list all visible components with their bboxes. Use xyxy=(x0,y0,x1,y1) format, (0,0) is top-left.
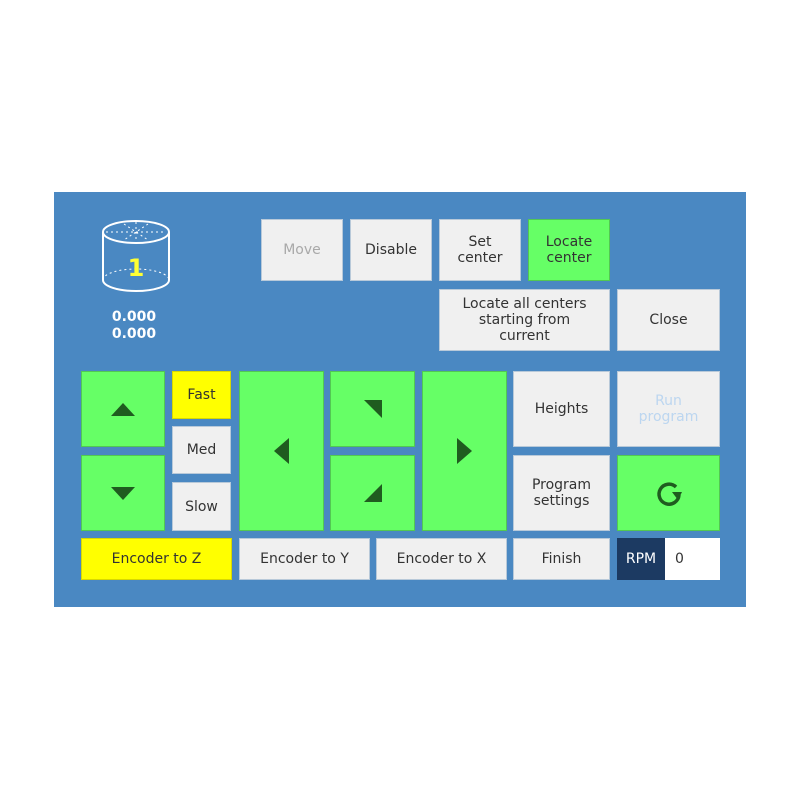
arrow-up-icon xyxy=(111,402,135,416)
program-settings-button[interactable]: Program settings xyxy=(513,455,610,531)
arrow-diagonal-up-icon xyxy=(363,400,382,418)
tool-number: 1 xyxy=(127,254,145,282)
heights-button[interactable]: Heights xyxy=(513,371,610,447)
rotate-refresh-icon xyxy=(656,482,682,506)
disable-button[interactable]: Disable xyxy=(350,219,432,281)
jog-right-button[interactable] xyxy=(422,371,507,531)
jog-diagonal-up-button[interactable] xyxy=(330,371,415,447)
speed-med-button[interactable]: Med xyxy=(172,426,231,474)
speed-slow-button[interactable]: Slow xyxy=(172,482,231,531)
jog-down-button[interactable] xyxy=(81,455,165,531)
jog-up-button[interactable] xyxy=(81,371,165,447)
tool-indicator: 1 0.000 0.000 xyxy=(54,214,214,344)
arrow-down-icon xyxy=(111,486,135,500)
encoder-to-z-button[interactable]: Encoder to Z xyxy=(81,538,232,580)
cylinder-tool-icon xyxy=(102,220,170,292)
coordinate-2: 0.000 xyxy=(111,326,157,342)
encoder-to-y-button[interactable]: Encoder to Y xyxy=(239,538,370,580)
arrow-left-icon xyxy=(274,438,289,464)
finish-button[interactable]: Finish xyxy=(513,538,610,580)
jog-diagonal-down-button[interactable] xyxy=(330,455,415,531)
arrow-diagonal-down-icon xyxy=(363,484,382,502)
locate-all-centers-button[interactable]: Locate all centers starting from current xyxy=(439,289,610,351)
speed-fast-button[interactable]: Fast xyxy=(172,371,231,419)
close-button[interactable]: Close xyxy=(617,289,720,351)
jog-left-button[interactable] xyxy=(239,371,324,531)
control-panel: 1 0.000 0.000 Move Disable Set center Lo… xyxy=(54,192,746,607)
rpm-value-field[interactable]: 0 xyxy=(665,538,720,580)
encoder-to-x-button[interactable]: Encoder to X xyxy=(376,538,507,580)
run-program-button[interactable]: Run program xyxy=(617,371,720,447)
rpm-label: RPM xyxy=(617,538,665,580)
arrow-right-icon xyxy=(457,438,472,464)
move-button[interactable]: Move xyxy=(261,219,343,281)
set-center-button[interactable]: Set center xyxy=(439,219,521,281)
locate-center-button[interactable]: Locate center xyxy=(528,219,610,281)
coordinate-1: 0.000 xyxy=(111,309,157,325)
refresh-button[interactable] xyxy=(617,455,720,531)
